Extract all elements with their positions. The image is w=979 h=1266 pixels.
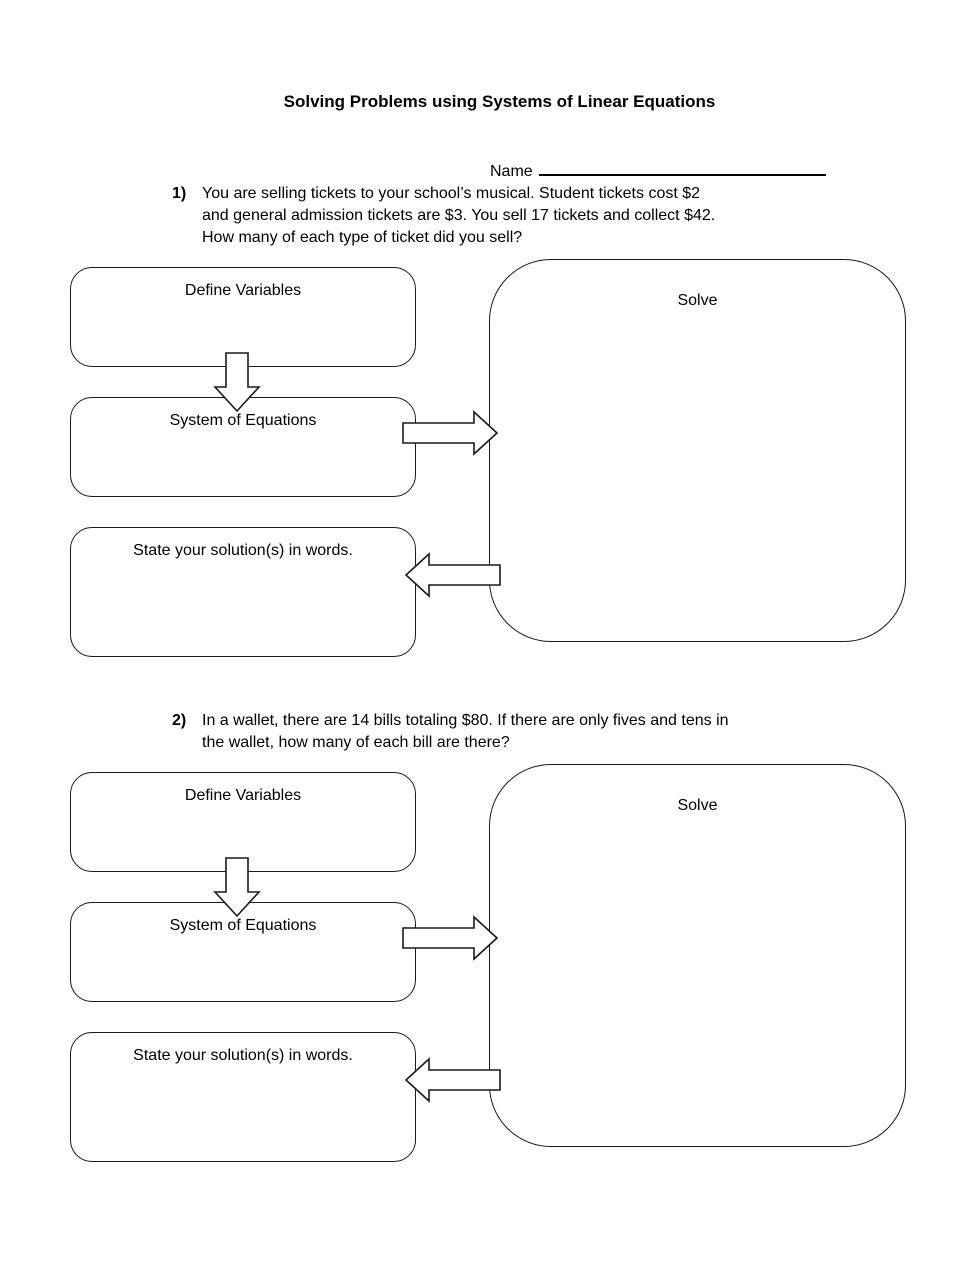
p2-state-solution-box: State your solution(s) in words. [70, 1032, 416, 1162]
p2-define-variables-label: Define Variables [184, 787, 302, 804]
down-arrow-icon [213, 857, 261, 918]
p2-solve-label: Solve [677, 797, 718, 814]
p1-solve-label: Solve [677, 292, 718, 309]
left-arrow-icon [404, 1057, 501, 1103]
p2-state-solution-label: State your solution(s) in words. [133, 1047, 353, 1064]
p2-system-of-equations-box: System of Equations [70, 902, 416, 1002]
p1-system-of-equations-label: System of Equations [169, 412, 317, 429]
p1-define-variables-label: Define Variables [184, 282, 302, 299]
problem-1-text: You are selling tickets to your school’s… [202, 185, 716, 246]
page-title: Solving Problems using Systems of Linear… [283, 92, 716, 111]
p1-state-solution-label: State your solution(s) in words. [133, 542, 353, 559]
p2-system-of-equations-label: System of Equations [169, 917, 317, 934]
p1-solve-box: Solve [489, 259, 906, 642]
name-blank-line [538, 160, 826, 176]
problem-1: 1) You are selling tickets to your schoo… [172, 183, 872, 249]
problem-2-text: In a wallet, there are 14 bills totaling… [202, 712, 729, 751]
right-arrow-icon [402, 915, 499, 961]
p1-define-variables-box: Define Variables [70, 267, 416, 367]
p1-state-solution-box: State your solution(s) in words. [70, 527, 416, 657]
p2-define-variables-box: Define Variables [70, 772, 416, 872]
right-arrow-icon [402, 410, 499, 456]
problem-1-number: 1) [172, 185, 187, 202]
name-label: Name [490, 163, 533, 180]
problem-2: 2) In a wallet, there are 14 bills total… [172, 710, 892, 754]
name-row: Name [490, 160, 826, 181]
left-arrow-icon [404, 552, 501, 598]
p2-solve-box: Solve [489, 764, 906, 1147]
down-arrow-icon [213, 352, 261, 413]
p1-system-of-equations-box: System of Equations [70, 397, 416, 497]
problem-2-number: 2) [172, 712, 187, 729]
